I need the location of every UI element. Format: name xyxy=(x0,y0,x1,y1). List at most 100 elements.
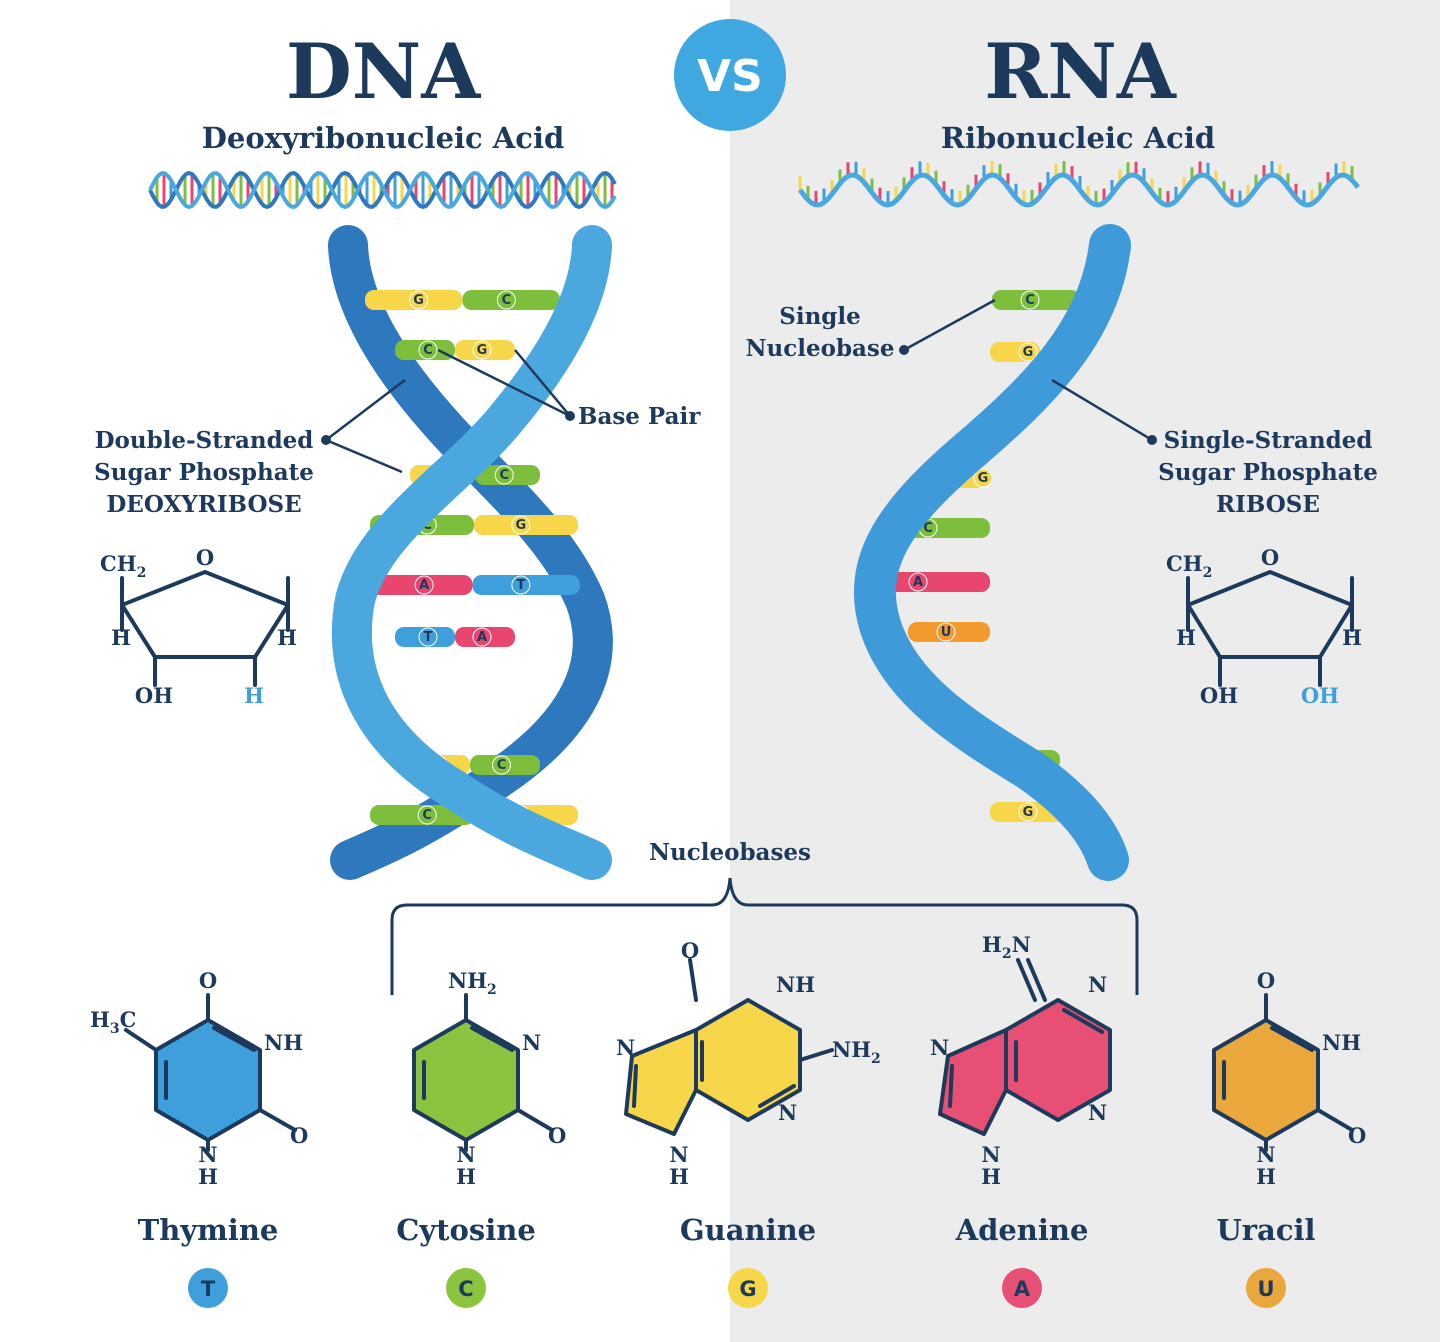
base-pair-label: Base Pair xyxy=(437,348,701,430)
rna-base-letter: G xyxy=(1023,345,1034,360)
dna-base-letter: A xyxy=(477,630,487,645)
adenine-name: Adenine xyxy=(955,1213,1089,1247)
cytosine-structure: NH2 N O N H xyxy=(412,968,566,1189)
dna-base-dot xyxy=(511,515,531,535)
uracil-structure: O NH O N H xyxy=(1212,968,1366,1189)
svg-text:O: O xyxy=(548,1123,566,1148)
uracil-name: Uracil xyxy=(1216,1213,1315,1247)
guanine-name: Guanine xyxy=(680,1213,816,1247)
svg-text:N: N xyxy=(981,1142,1000,1167)
svg-text:O: O xyxy=(290,1123,308,1148)
dna-base-letter: C xyxy=(422,808,432,823)
dna-base-dot xyxy=(472,627,492,647)
thymine-structure: O NH O N H H3C xyxy=(90,968,308,1189)
svg-text:N: N xyxy=(522,1030,541,1055)
rna-base-letter: A xyxy=(913,575,923,590)
svg-text:H3C: H3C xyxy=(90,1007,136,1037)
deoxyribose-bonds xyxy=(120,576,290,687)
svg-text:NH2: NH2 xyxy=(448,968,497,998)
dna-mini-helix-icon xyxy=(148,170,617,210)
adenine-badge: A xyxy=(1002,1268,1042,1308)
rna-mini-helix-icon xyxy=(798,161,1360,208)
single-nucleobase-label-line2: Nucleobase xyxy=(745,335,894,362)
svg-text:N: N xyxy=(616,1035,635,1060)
dna-base-letter: G xyxy=(477,343,488,358)
deoxyribose-h-bottom: H xyxy=(244,683,264,708)
uracil-badge: U xyxy=(1246,1268,1286,1308)
ribose-structure: CH2 O H H OH OH xyxy=(1166,545,1362,708)
rna-base-letter: G xyxy=(1023,805,1034,820)
rna-base-bar-4 xyxy=(880,572,990,592)
dna-base-dot xyxy=(494,465,514,485)
vs-label: VS xyxy=(697,51,763,102)
dna-base-letter: T xyxy=(424,630,433,645)
svg-text:H: H xyxy=(198,1164,218,1189)
single-nucleobase-label-line1: Single xyxy=(779,303,861,330)
guanine-badge: G xyxy=(728,1268,768,1308)
rna-strand-label-line3: RIBOSE xyxy=(1216,491,1320,518)
rna-strand-label-line2: Sugar Phosphate xyxy=(1158,459,1378,486)
rna-subtitle: Ribonucleic Acid xyxy=(941,121,1215,155)
thymine-badge: T xyxy=(188,1268,228,1308)
dna-base-letter: C xyxy=(497,758,507,773)
dna-strand-label: Double-Stranded Sugar Phosphate DEOXYRIB… xyxy=(94,379,406,518)
svg-text:N: N xyxy=(456,1142,475,1167)
dna-front-strand xyxy=(331,225,612,880)
base-pair-label-text: Base Pair xyxy=(578,403,701,430)
svg-text:T: T xyxy=(201,1277,216,1301)
svg-text:G: G xyxy=(739,1277,756,1301)
rna-base-dot xyxy=(1018,802,1038,822)
ribose-o: O xyxy=(1261,545,1279,570)
base-pair-leader-dot xyxy=(565,411,575,421)
ribose-oh: OH xyxy=(1200,683,1238,708)
ribose-h-right: H xyxy=(1342,625,1362,650)
cytosine-badge: C xyxy=(446,1268,486,1308)
dna-base-letter: C xyxy=(502,293,512,308)
dna-base-letter: G xyxy=(515,518,526,533)
nucleobases-label: Nucleobases xyxy=(649,839,811,866)
dna-strand-leader-dot xyxy=(321,435,331,445)
ribose-oh-bottom: OH xyxy=(1301,683,1339,708)
dna-base-letter: C xyxy=(422,518,432,533)
single-nucleobase-leader-line xyxy=(903,298,996,352)
svg-text:NH: NH xyxy=(264,1030,303,1055)
rna-strand-leader-dot xyxy=(1147,435,1157,445)
svg-text:O: O xyxy=(681,938,699,963)
svg-text:N: N xyxy=(778,1100,797,1125)
rna-base-dot xyxy=(936,622,956,642)
dna-strand-label-line3: DEOXYRIBOSE xyxy=(106,491,301,518)
ribose-ch2: CH2 xyxy=(1166,551,1212,581)
rna-title: RNA xyxy=(984,27,1177,116)
ribose-bonds xyxy=(1186,576,1354,687)
dna-base-dot xyxy=(414,575,434,595)
dna-base-letter: A xyxy=(419,578,429,593)
vs-badge: VS xyxy=(674,19,786,131)
cytosine-name: Cytosine xyxy=(396,1213,536,1247)
nucleobases-bracket: Nucleobases xyxy=(390,839,1139,995)
nucleobases-brace xyxy=(390,877,1139,995)
dna-base-dot xyxy=(418,340,438,360)
dna-base-letter: T xyxy=(516,578,525,593)
single-nucleobase-leader-dot xyxy=(899,345,909,355)
svg-text:A: A xyxy=(1014,1277,1031,1301)
svg-text:NH2: NH2 xyxy=(832,1037,881,1067)
rna-base-letter: C xyxy=(923,521,933,536)
svg-text:U: U xyxy=(1257,1277,1274,1301)
rna-base-dot xyxy=(908,572,928,592)
rna-base-dot xyxy=(973,468,993,488)
rna-strand xyxy=(853,224,1131,881)
dna-base-letter: G xyxy=(413,293,424,308)
dna-base-dot xyxy=(472,340,492,360)
guanine-structure: O NH NH2 N N N H xyxy=(616,938,881,1189)
svg-text:O: O xyxy=(1257,968,1275,993)
dna-subtitle: Deoxyribonucleic Acid xyxy=(202,121,565,155)
adenine-structure: H2N N N N N H xyxy=(930,932,1112,1189)
rna-strand-label-line1: Single-Stranded xyxy=(1164,427,1373,454)
ribose-ring xyxy=(1186,570,1354,659)
dna-title: DNA xyxy=(286,27,481,116)
dna-base-dot xyxy=(417,805,437,825)
